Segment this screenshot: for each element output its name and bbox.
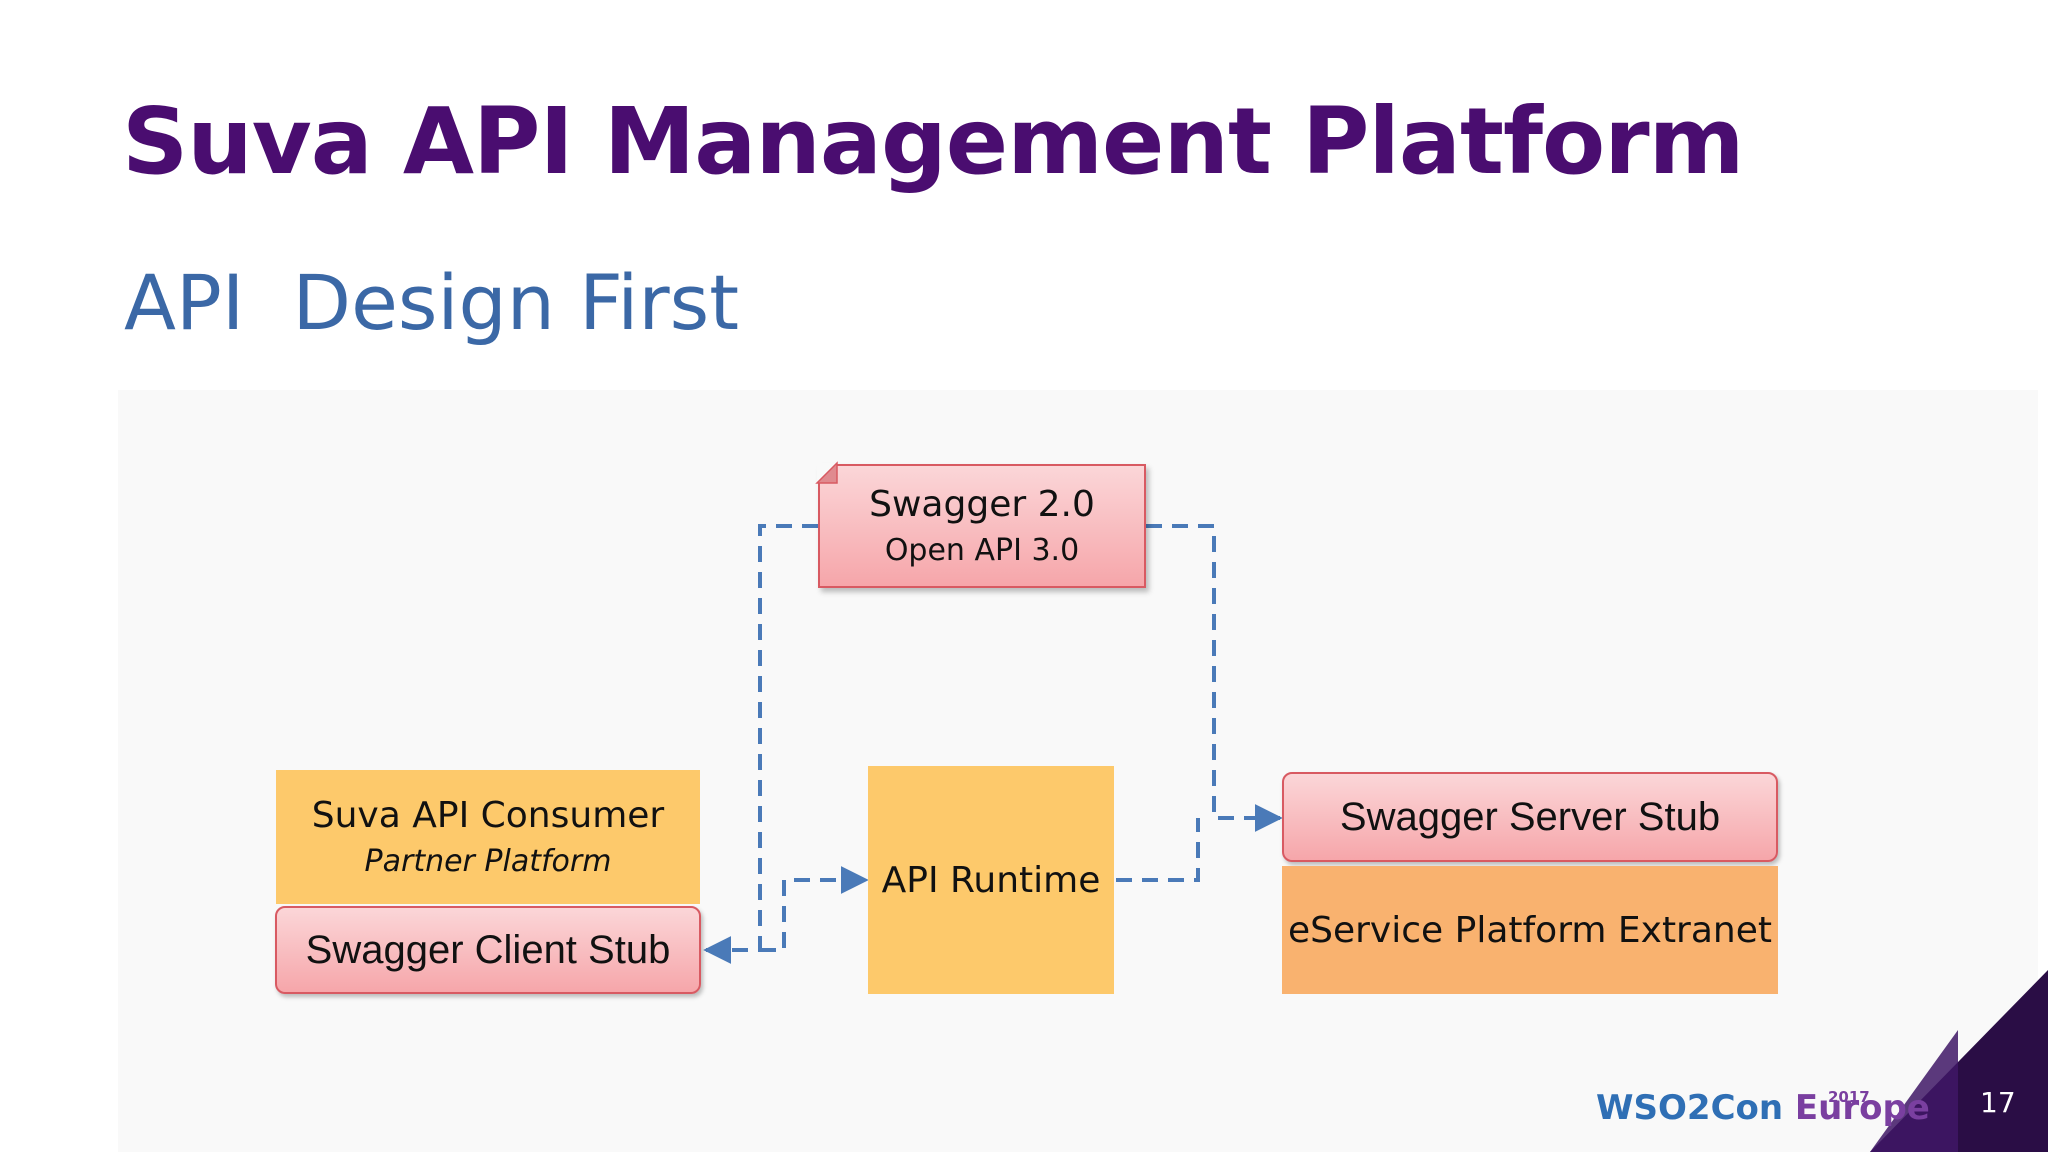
connector-client-to-runtime [760, 866, 869, 952]
slide-title: Suva API Management Platform [122, 88, 1744, 195]
connector-spec-to-client [703, 524, 818, 964]
connector-runtime-to-server [1116, 818, 1200, 882]
swagger-server-stub-label: Swagger Server Stub [1339, 794, 1721, 839]
slide-subtitle: API Design First [124, 258, 740, 347]
eservice-extranet-label: eService Platform Extranet [1287, 909, 1772, 951]
openapi-spec-version: Open API 3.0 [884, 533, 1080, 568]
connector-spec-to-server [1146, 524, 1283, 832]
swagger-server-stub-box: Swagger Server Stub [1282, 772, 1778, 862]
swagger-client-stub-box: Swagger Client Stub [275, 906, 701, 994]
api-consumer-box: Suva API Consumer Partner Platform [276, 770, 700, 904]
swagger-client-stub-label: Swagger Client Stub [305, 927, 671, 972]
wso2con-logo-year: 2017 [1828, 1088, 1870, 1106]
swagger-spec-version: Swagger 2.0 [869, 484, 1095, 525]
eservice-extranet-box: eService Platform Extranet [1282, 866, 1778, 994]
partner-platform-label: Partner Platform [364, 844, 612, 879]
api-runtime-box: API Runtime [868, 766, 1114, 994]
swagger-spec-note: Swagger 2.0 Open API 3.0 [818, 464, 1146, 588]
wso2con-logo: WSO2Con Europe [1596, 1088, 1930, 1128]
page-number: 17 [1980, 1086, 2016, 1119]
api-consumer-label: Suva API Consumer [311, 795, 665, 836]
api-runtime-label: API Runtime [881, 859, 1101, 901]
